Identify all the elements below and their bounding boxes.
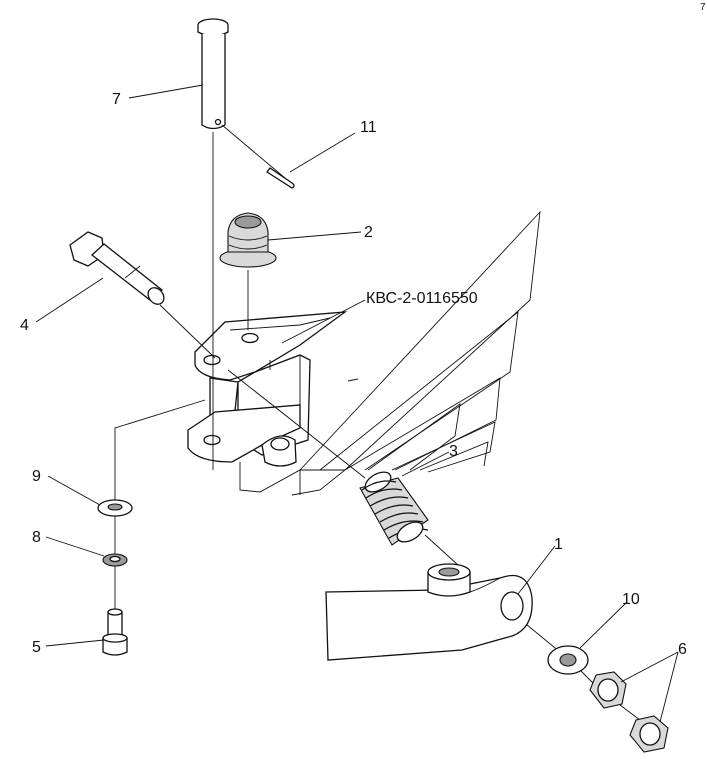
callout-7: 7 xyxy=(112,91,121,108)
corner-mark: 7 xyxy=(700,2,706,13)
bolt-part-4 xyxy=(69,231,165,305)
callout-11: 11 xyxy=(360,119,377,136)
pin-part-7 xyxy=(197,18,229,130)
callout-4: 4 xyxy=(20,317,29,334)
mounting-bracket xyxy=(187,210,541,496)
bolt-part-5 xyxy=(102,608,128,656)
spring-part-3 xyxy=(359,471,429,546)
leader-lines xyxy=(35,84,679,723)
callout-5: 5 xyxy=(32,639,41,656)
callout-6: 6 xyxy=(678,641,687,658)
callout-9: 9 xyxy=(32,468,41,485)
callout-labels: 7 11 2 4 КВС-2-0116550 3 9 8 5 1 10 6 7 xyxy=(20,2,706,658)
callout-2: 2 xyxy=(364,224,373,241)
cotter-pin-part-11 xyxy=(221,124,295,189)
callout-8: 8 xyxy=(32,529,41,546)
nuts-part-6 xyxy=(589,671,669,753)
lock-washer-part-8 xyxy=(102,553,128,567)
washer-part-10 xyxy=(547,645,589,675)
callout-3: 3 xyxy=(449,443,458,460)
lever-part-1 xyxy=(325,563,533,661)
buffer-part-2 xyxy=(219,212,277,268)
callout-10: 10 xyxy=(622,591,640,608)
part-number-label: КВС-2-0116550 xyxy=(366,290,478,307)
callout-1: 1 xyxy=(554,536,563,553)
washer-part-9 xyxy=(97,499,133,517)
